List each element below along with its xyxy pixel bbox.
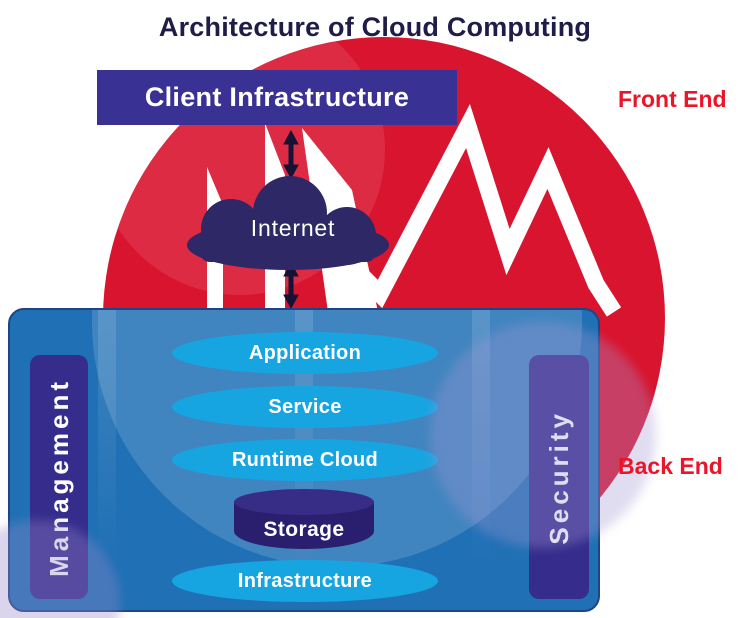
cloud-icon [187, 176, 389, 270]
layer-service: Service [172, 386, 438, 428]
security-panel: Security [529, 355, 589, 599]
layer-runtime-cloud-label: Runtime Cloud [231, 448, 379, 471]
layer-infrastructure: Infrastructure [172, 560, 438, 602]
backend-panel: Management Security Application Service … [8, 308, 600, 612]
layer-application: Application [172, 332, 438, 374]
layer-runtime-cloud: Runtime Cloud [172, 439, 438, 481]
decorative-stripe [472, 310, 490, 610]
client-infrastructure-banner: Client Infrastructure [97, 70, 457, 125]
decorative-stripe [98, 310, 116, 610]
layer-service-label: Service [268, 395, 342, 418]
internet-label: Internet [250, 215, 336, 241]
page-title: Architecture of Cloud Computing [158, 12, 592, 42]
back-end-label: Back End [618, 453, 723, 479]
storage-label: Storage [263, 518, 345, 541]
top-double-arrow-icon [283, 129, 299, 180]
security-label: Security [543, 409, 574, 545]
layer-application-label: Application [248, 341, 362, 364]
front-end-label: Front End [618, 86, 727, 112]
storage-cylinder-top [234, 489, 374, 515]
client-infrastructure-label: Client Infrastructure [144, 82, 410, 112]
storage-cylinder: Storage [234, 489, 374, 549]
management-label: Management [43, 377, 74, 577]
management-panel: Management [30, 355, 88, 599]
layer-infrastructure-label: Infrastructure [237, 569, 373, 592]
